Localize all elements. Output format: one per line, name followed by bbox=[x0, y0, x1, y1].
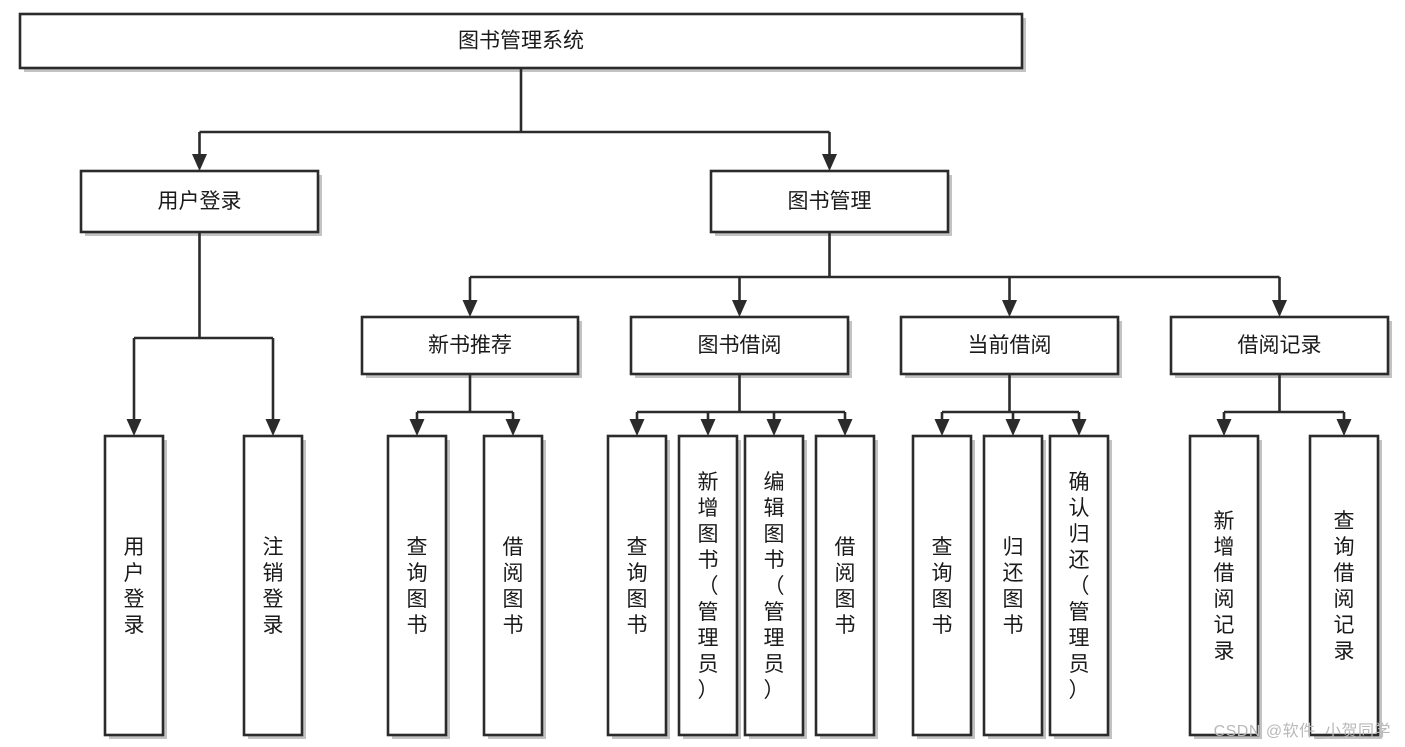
node-label: 借阅记录 bbox=[1238, 334, 1322, 357]
node-label: 用户登录 bbox=[158, 190, 242, 213]
node-label: 借阅图书 bbox=[503, 536, 524, 637]
leaf-borrow-record-1[interactable]: 新增借阅记录 bbox=[1188, 434, 1260, 737]
node-level3-2[interactable]: 图书借阅 bbox=[629, 315, 850, 376]
leaf-book-borrow-4[interactable]: 借阅图书 bbox=[814, 434, 876, 737]
leaf-borrow-record-2[interactable]: 查询借阅记录 bbox=[1308, 434, 1380, 737]
node-level3-1[interactable]: 新书推荐 bbox=[360, 315, 580, 376]
node-label: 查询图书 bbox=[627, 536, 648, 637]
node-label: 图书借阅 bbox=[698, 334, 782, 357]
leaf-user-login-2[interactable]: 注销登录 bbox=[242, 434, 304, 737]
leaf-book-borrow-3[interactable]: 编辑图书（管理员） bbox=[743, 434, 805, 737]
node-label: 查询图书 bbox=[932, 536, 953, 637]
node-label: 归还图书 bbox=[1003, 536, 1024, 637]
leaf-user-login-1[interactable]: 用户登录 bbox=[103, 434, 165, 737]
node-level2-1[interactable]: 用户登录 bbox=[79, 169, 320, 234]
leaf-book-borrow-2[interactable]: 新增图书（管理员） bbox=[677, 434, 739, 737]
node-level3-3[interactable]: 当前借阅 bbox=[899, 315, 1120, 376]
node-label: 新书推荐 bbox=[428, 334, 512, 357]
leaf-current-borrow-2[interactable]: 归还图书 bbox=[982, 434, 1044, 737]
node-label: 注销登录 bbox=[263, 536, 284, 637]
leaf-new-book-1[interactable]: 查询图书 bbox=[386, 434, 448, 737]
node-label: 当前借阅 bbox=[968, 334, 1052, 357]
node-label: 查询借阅记录 bbox=[1334, 510, 1355, 663]
node-level3-4[interactable]: 借阅记录 bbox=[1169, 315, 1390, 376]
node-label: 新增图书（管理员） bbox=[698, 471, 719, 702]
node-label: 编辑图书（管理员） bbox=[764, 471, 785, 702]
node-label: 确认归还（管理员） bbox=[1069, 471, 1090, 702]
leaf-current-borrow-3[interactable]: 确认归还（管理员） bbox=[1048, 434, 1110, 737]
node-label: 用户登录 bbox=[124, 536, 145, 637]
node-label: 图书管理系统 bbox=[458, 30, 584, 53]
node-label: 新增借阅记录 bbox=[1214, 510, 1235, 663]
leaf-current-borrow-1[interactable]: 查询图书 bbox=[911, 434, 973, 737]
node-root[interactable]: 图书管理系统 bbox=[18, 12, 1024, 70]
nodes-layer: 图书管理系统用户登录图书管理新书推荐图书借阅当前借阅借阅记录用户登录注销登录查询… bbox=[18, 12, 1390, 737]
node-level2-2[interactable]: 图书管理 bbox=[709, 169, 950, 234]
leaf-new-book-2[interactable]: 借阅图书 bbox=[482, 434, 544, 737]
node-label: 查询图书 bbox=[407, 536, 428, 637]
node-label: 图书管理 bbox=[788, 190, 872, 213]
leaf-book-borrow-1[interactable]: 查询图书 bbox=[606, 434, 668, 737]
node-label: 借阅图书 bbox=[835, 536, 856, 637]
